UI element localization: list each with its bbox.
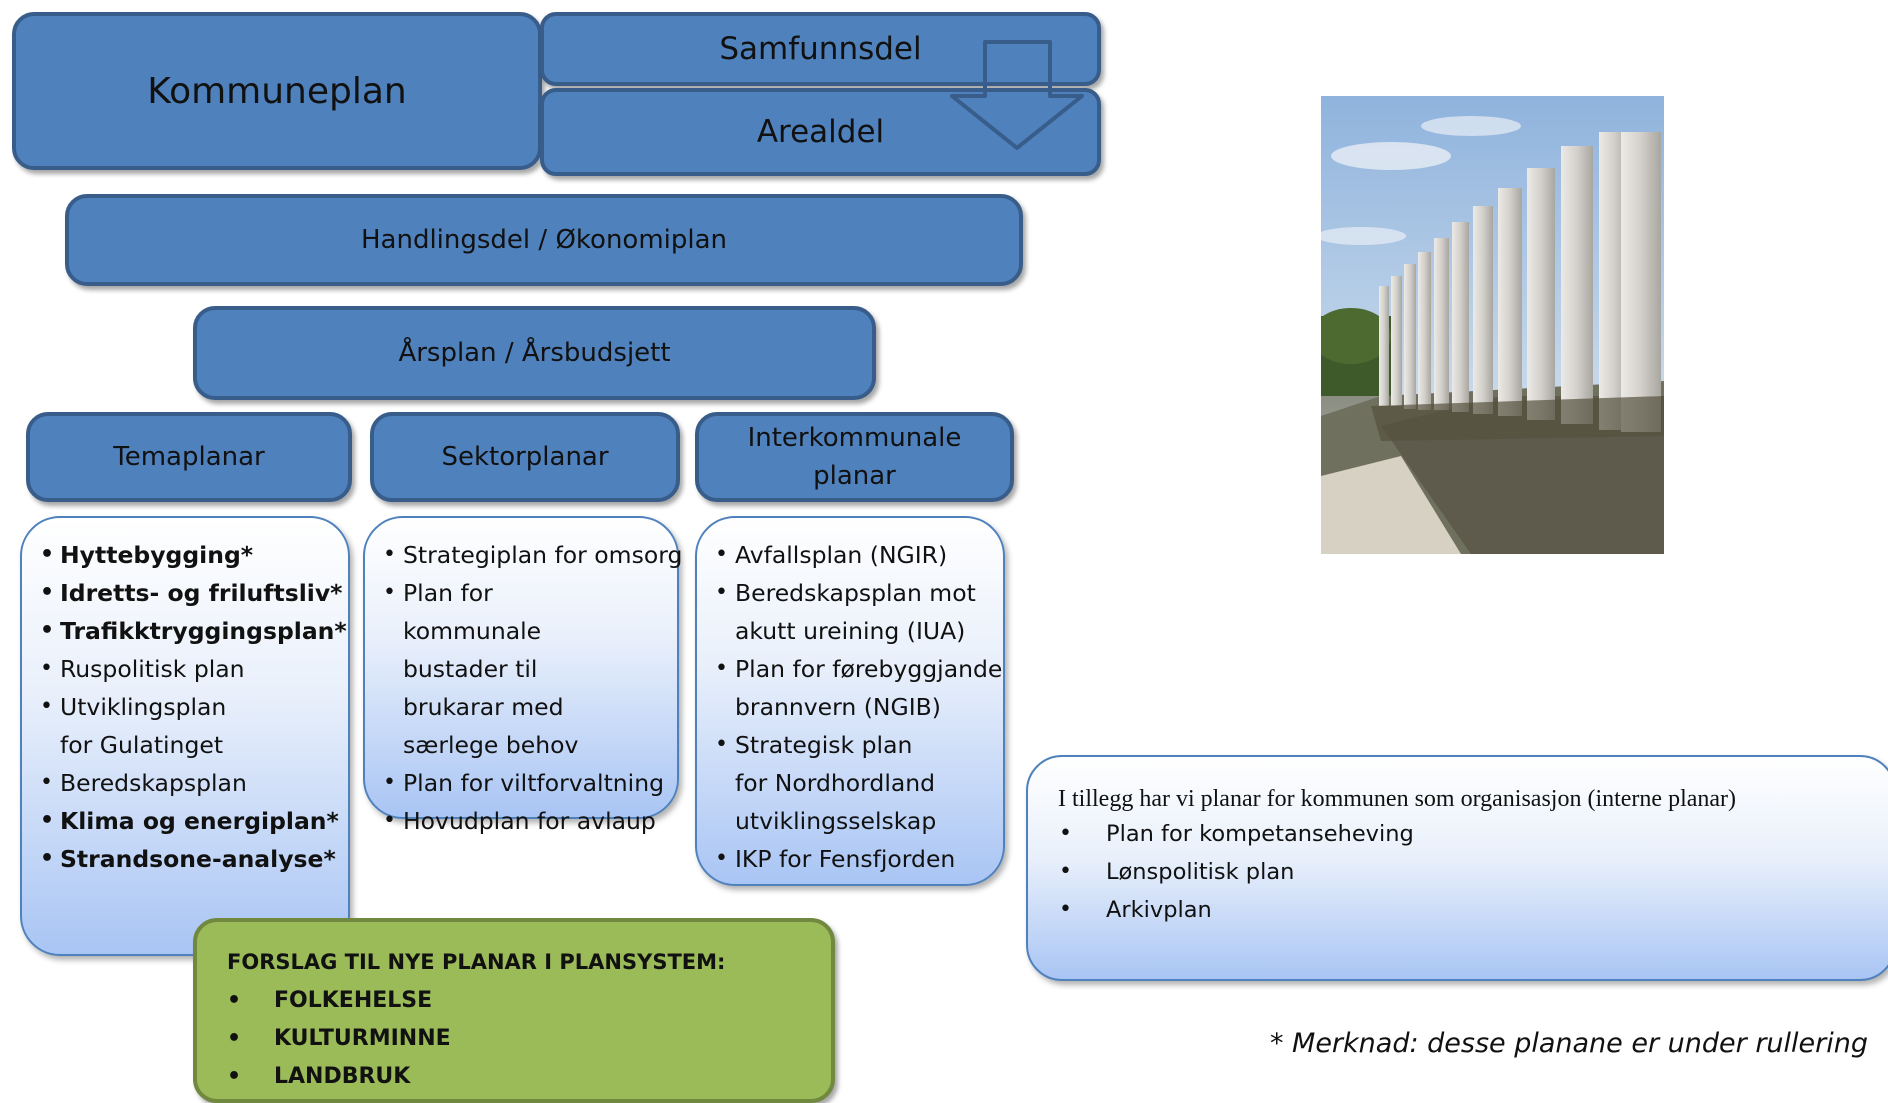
list-item: Hovudplan for avlaup: [381, 802, 677, 840]
forslag-title: FORSLAG TIL NYE PLANAR I PLANSYSTEM:: [227, 950, 726, 974]
interkommunale-box: Interkommunale planar: [695, 412, 1014, 502]
list-item: Lønspolitisk plan: [1058, 853, 1888, 891]
list-item: Utviklingsplan for Gulatinget: [38, 688, 260, 764]
internal-plans-intro: I tillegg har vi planar for kommunen som…: [1058, 786, 1737, 812]
list-item: Arkivplan: [1058, 891, 1888, 929]
interkommunale-list: Avfallsplan (NGIR) Beredskapsplan mot ak…: [713, 536, 1003, 878]
sektorplanar-list-box: Strategiplan for omsorg Plan for kommuna…: [363, 516, 682, 840]
list-item: Strategisk plan for Nordhordland utvikli…: [713, 726, 950, 840]
forslag-box: FORSLAG TIL NYE PLANAR I PLANSYSTEM: FOL…: [193, 918, 835, 1103]
temaplanar-box: Temaplanar: [26, 412, 352, 502]
list-item: Plan for kommunale bustader til brukarar…: [381, 574, 638, 764]
forslag-list: FOLKEHELSE KULTURMINNE LANDBRUK: [227, 982, 831, 1096]
list-item: IKP for Fensfjorden: [713, 840, 1003, 878]
list-item: Strandsone-analyse*: [38, 840, 348, 878]
kommuneplan-box: Kommuneplan: [12, 12, 542, 170]
list-item: Hyttebygging*: [38, 536, 348, 574]
sektorplanar-label: Sektorplanar: [441, 442, 609, 472]
monument-photo: [1321, 96, 1664, 554]
kommuneplan-label: Kommuneplan: [147, 70, 407, 112]
handlingsdel-label: Handlingsdel / Økonomiplan: [360, 225, 728, 255]
list-item: LANDBRUK: [227, 1058, 831, 1096]
list-item: FOLKEHELSE: [227, 982, 831, 1020]
list-item: Plan for kompetanseheving: [1058, 815, 1888, 853]
temaplanar-label: Temaplanar: [113, 442, 265, 472]
internal-plans-box: I tillegg har vi planar for kommunen som…: [1026, 755, 1888, 981]
list-item: Plan for førebyggjande brannvern (NGIB): [713, 650, 1005, 726]
temaplanar-list: Hyttebygging* Idretts- og friluftsliv* T…: [38, 536, 348, 878]
list-item: Klima og energiplan*: [38, 802, 348, 840]
down-arrow-icon: [950, 40, 1084, 150]
interkommunale-label: Interkommunale planar: [747, 423, 962, 491]
sektorplanar-list: Strategiplan for omsorg Plan for kommuna…: [381, 536, 682, 840]
footnote: * Merknad: desse planane er under ruller…: [1269, 1028, 1868, 1059]
list-item: Ruspolitisk plan: [38, 650, 348, 688]
samfunnsdel-box: Samfunnsdel: [540, 12, 1101, 86]
handlingsdel-box: Handlingsdel / Økonomiplan: [65, 194, 1023, 286]
arsplan-box: Årsplan / Årsbudsjett: [193, 306, 876, 400]
list-item: Trafikktryggingsplan*: [38, 612, 348, 650]
samfunnsdel-label: Samfunnsdel: [719, 31, 922, 67]
arealdel-label: Arealdel: [756, 114, 885, 150]
sektorplanar-box: Sektorplanar: [370, 412, 680, 502]
list-item: KULTURMINNE: [227, 1020, 831, 1058]
arealdel-box: Arealdel: [540, 88, 1101, 176]
list-item: Idretts- og friluftsliv*: [38, 574, 348, 612]
arsplan-label: Årsplan / Årsbudsjett: [398, 338, 671, 368]
list-item: Beredskapsplan mot akutt ureining (IUA): [713, 574, 980, 650]
temaplanar-list-box: Hyttebygging* Idretts- og friluftsliv* T…: [20, 516, 350, 956]
list-item: Avfallsplan (NGIR): [713, 536, 1003, 574]
internal-plans-list: Plan for kompetanseheving Lønspolitisk p…: [1058, 815, 1888, 929]
list-item: Strategiplan for omsorg: [381, 536, 683, 574]
list-item: Beredskapsplan: [38, 764, 348, 802]
interkommunale-list-box: Avfallsplan (NGIR) Beredskapsplan mot ak…: [695, 516, 1005, 886]
list-item: Plan for viltforvaltning: [381, 764, 677, 802]
